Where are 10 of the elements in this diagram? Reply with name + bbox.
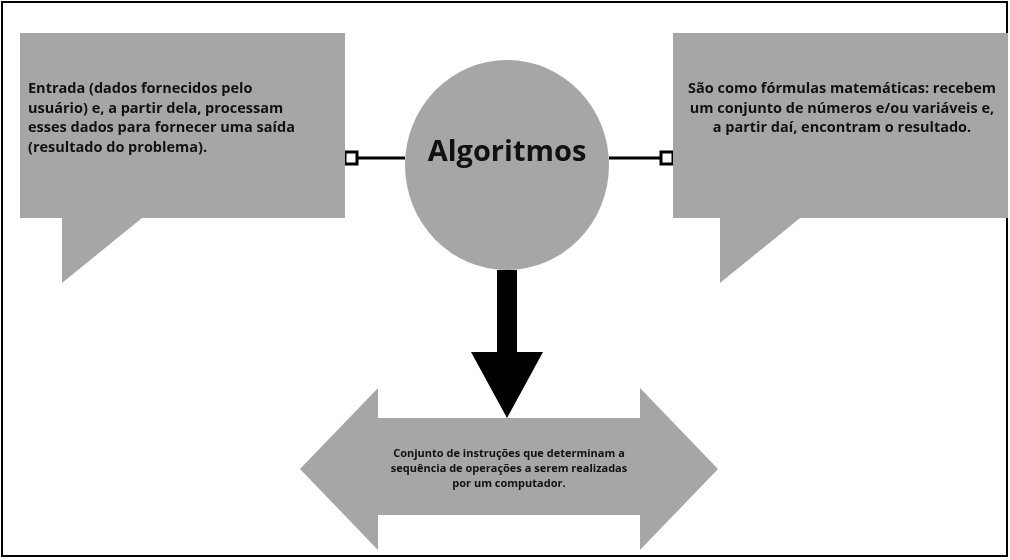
title-text: Algoritmos [426,130,588,170]
description-text: Entrada (dados fornecidos pelo usuário) e, a partir dela, processam esses dados para fornecer uma saída (resultado do problema). [28,78,296,157]
description-text: São como fórmulas matemáticas: recebem um conjunto de números e/ou variáveis e, a partir daí, encontram o resultado. [687,78,997,137]
speech-bubble [673,33,1008,283]
arrow [471,270,543,418]
circle-shape [405,60,609,270]
description-text: Conjunto de instruções que determinam a sequência de operações a serem realizadas por um computador. [390,446,628,491]
connector-line [609,150,675,166]
double-arrow-shape [300,388,718,550]
speech-bubble [20,33,345,283]
